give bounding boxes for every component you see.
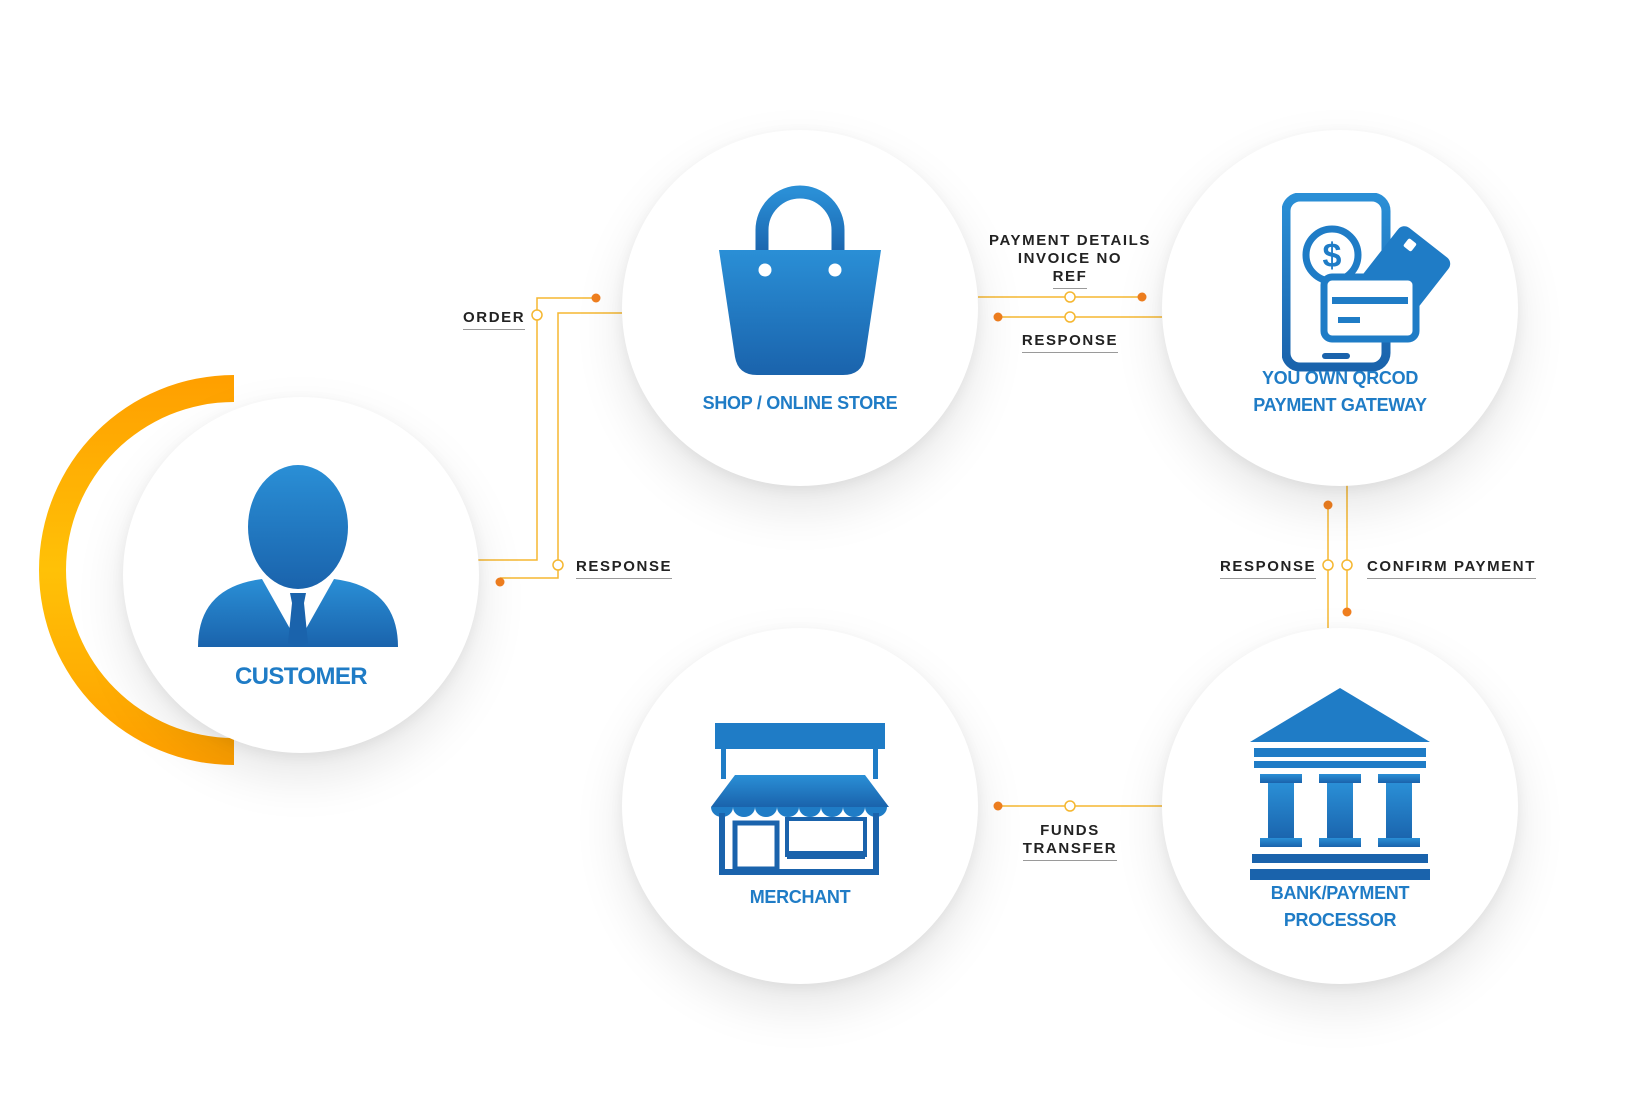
shop-label: SHOP / ONLINE STORE xyxy=(702,393,898,413)
gateway-response-junction xyxy=(1322,559,1334,571)
person-icon xyxy=(198,465,398,647)
customer-ring-arc xyxy=(39,375,234,765)
gateway-response-arrow-dot xyxy=(1323,500,1333,510)
funds-transfer-line2: TRANSFER xyxy=(1022,840,1118,861)
order-arrow-dot xyxy=(591,293,601,303)
payment-details-line3: REF xyxy=(1052,268,1088,289)
gateway-label: YOU OWN QRCOD PAYMENT GATEWAY xyxy=(1162,365,1518,419)
merchant-label: MERCHANT xyxy=(749,887,851,907)
shop-node: SHOP / ONLINE STORE xyxy=(622,130,978,486)
payment-details-line1: PAYMENT DETAILS xyxy=(988,232,1152,249)
confirm-payment-junction xyxy=(1341,559,1353,571)
customer-node: CUSTOMER xyxy=(123,397,479,753)
order-line xyxy=(477,297,596,561)
funds-transfer-arrow-dot xyxy=(993,801,1003,811)
bank-label-line2: PROCESSOR xyxy=(1283,910,1397,930)
shop-response-arrow-dot xyxy=(993,312,1003,322)
shop-response-junction xyxy=(1064,311,1076,323)
gateway-response-label: RESPONSE xyxy=(1220,558,1317,579)
customer-response-label: RESPONSE xyxy=(576,558,673,579)
funds-transfer-label: FUNDS TRANSFER xyxy=(1020,822,1120,861)
payment-details-arrow-dot xyxy=(1137,292,1147,302)
customer-response-line xyxy=(500,312,622,579)
payment-details-label: PAYMENT DETAILS INVOICE NO REF xyxy=(970,232,1170,289)
confirm-payment-label: CONFIRM PAYMENT xyxy=(1367,558,1537,579)
gateway-node: $ YOU OWN QRCOD PAYMENT GATEWAY xyxy=(1162,130,1518,486)
svg-text:$: $ xyxy=(1323,237,1342,275)
bank-node: BANK/PAYMENT PROCESSOR xyxy=(1162,628,1518,984)
payment-details-junction xyxy=(1064,291,1076,303)
payment-details-line2: INVOICE NO xyxy=(1017,250,1123,267)
bank-label: BANK/PAYMENT PROCESSOR xyxy=(1162,880,1518,934)
order-junction xyxy=(531,309,543,321)
bank-label-line1: BANK/PAYMENT xyxy=(1270,883,1410,903)
funds-transfer-line1: FUNDS xyxy=(1040,822,1100,839)
funds-transfer-junction xyxy=(1064,800,1076,812)
storefront-icon xyxy=(711,723,889,875)
merchant-node: MERCHANT xyxy=(622,628,978,984)
shopping-bag-icon xyxy=(719,185,881,375)
shop-response-label: RESPONSE xyxy=(1020,332,1120,353)
gateway-label-line2: PAYMENT GATEWAY xyxy=(1253,395,1427,415)
bank-icon xyxy=(1250,688,1430,880)
customer-label: CUSTOMER xyxy=(234,663,368,690)
customer-response-junction xyxy=(552,559,564,571)
confirm-payment-arrow-dot xyxy=(1342,607,1352,617)
order-label: ORDER xyxy=(463,309,526,330)
gateway-label-line1: YOU OWN QRCOD xyxy=(1261,368,1419,388)
mobile-payment-icon: $ xyxy=(1282,193,1451,372)
customer-response-arrow-dot xyxy=(495,577,505,587)
